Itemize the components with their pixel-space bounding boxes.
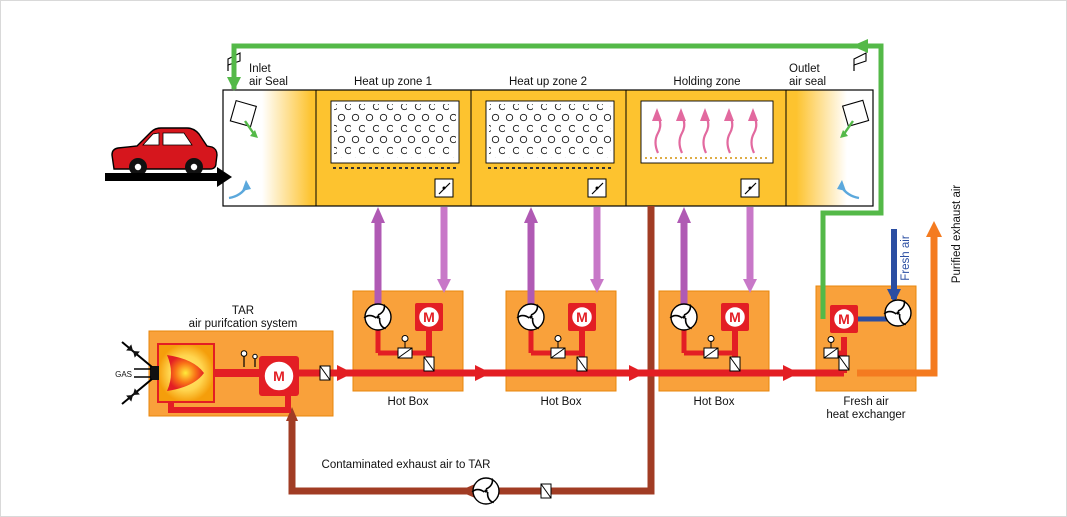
outlet-seal-label-line2: air seal <box>789 76 826 88</box>
zone-dividers <box>315 90 787 206</box>
air-circulation-arrowhead <box>242 180 251 191</box>
hot-box-2-motor-label: M <box>576 309 588 325</box>
contaminated-air-label: Contaminated exhaust air to TAR <box>322 459 491 471</box>
hot-box-3-motor-label: M <box>729 309 741 325</box>
outlet-damper-icon <box>853 52 867 72</box>
flow-arrow-down <box>227 77 241 91</box>
outlet-seal-label-line1: Outlet <box>789 63 820 75</box>
valve-icon <box>319 365 331 381</box>
tar-title-line1: TAR <box>232 305 254 317</box>
flow-arrow-right <box>629 365 645 381</box>
hot-box-3-label: Hot Box <box>694 396 735 408</box>
inlet-seal-label-line2: air Seal <box>249 76 288 88</box>
hot-box-1-motor-label: M <box>423 309 435 325</box>
heat-exchanger-label-line2: heat exchanger <box>826 409 905 421</box>
fresh-air-fan-icon <box>883 299 912 327</box>
flow-arrow-down <box>887 289 901 303</box>
flow-arrow-right <box>337 365 353 381</box>
hot-box-1-label: Hot Box <box>388 396 429 408</box>
holding-zone-label: Holding zone <box>673 76 740 88</box>
car-icon <box>105 127 232 187</box>
tar-internals: M GAS <box>115 341 299 413</box>
car-wheel-hub <box>134 163 142 171</box>
holding-zone-panel <box>640 100 774 164</box>
flow-arrow-left <box>459 484 475 498</box>
inlet-seal-label-line1: Inlet <box>249 63 272 75</box>
heat-up-zone-1-label: Heat up zone 1 <box>354 76 432 88</box>
exhaust-outlet-pipe <box>857 221 942 377</box>
gas-label: GAS <box>115 370 132 379</box>
tar-motor-label: M <box>273 368 285 384</box>
purified-air-label: Purified exhaust air <box>951 185 963 284</box>
exhaust-fan-icon <box>471 477 500 505</box>
flow-arrow-up <box>926 221 942 237</box>
seal-airflow-arrows <box>244 120 854 138</box>
oven-tunnel <box>222 89 874 207</box>
heat-up-zone-2-nozzle-panel <box>485 100 615 169</box>
conveyor-bar <box>105 173 217 181</box>
heat-exchanger-internals: M <box>823 299 912 373</box>
conveyor-arrow <box>217 167 232 187</box>
heat-exchanger-label-line1: Fresh air <box>843 396 889 408</box>
sensor-icon <box>252 353 258 360</box>
flow-arrow-right <box>783 365 799 381</box>
gas-nozzle <box>150 366 159 380</box>
purified-air-pipe <box>227 39 884 319</box>
car-wheel-hub <box>190 163 198 171</box>
contaminated-air-pipe <box>286 206 655 505</box>
outlet-damper <box>841 99 870 128</box>
car-front-window <box>162 132 193 146</box>
heat-up-zone-1-nozzle-panel <box>330 100 460 169</box>
heat-up-zone-2-label: Heat up zone 2 <box>509 76 587 88</box>
valve-icon <box>823 347 839 359</box>
inlet-damper <box>229 99 258 128</box>
valve-icon <box>838 355 850 371</box>
flame-icon <box>167 355 204 391</box>
hot-air-arrowheads <box>652 108 758 121</box>
sensor-icon <box>240 350 248 357</box>
flow-arrow-up <box>286 407 298 421</box>
car-rear-window <box>142 132 160 146</box>
tar-title-line2: air purifcation system <box>189 318 298 330</box>
fresh-air-label: Fresh air <box>900 235 912 281</box>
hot-box-2-label: Hot Box <box>541 396 582 408</box>
flow-arrow-right <box>475 365 491 381</box>
fresh-air-pipe <box>887 229 901 303</box>
hot-gas-main-pipe <box>297 365 844 381</box>
heat-exchanger-motor-label: M <box>838 311 850 327</box>
flow-arrow-left <box>852 39 868 53</box>
air-circulation-arrowhead <box>837 180 846 191</box>
valve-icon <box>540 483 552 499</box>
tunnel-outline <box>222 89 874 207</box>
